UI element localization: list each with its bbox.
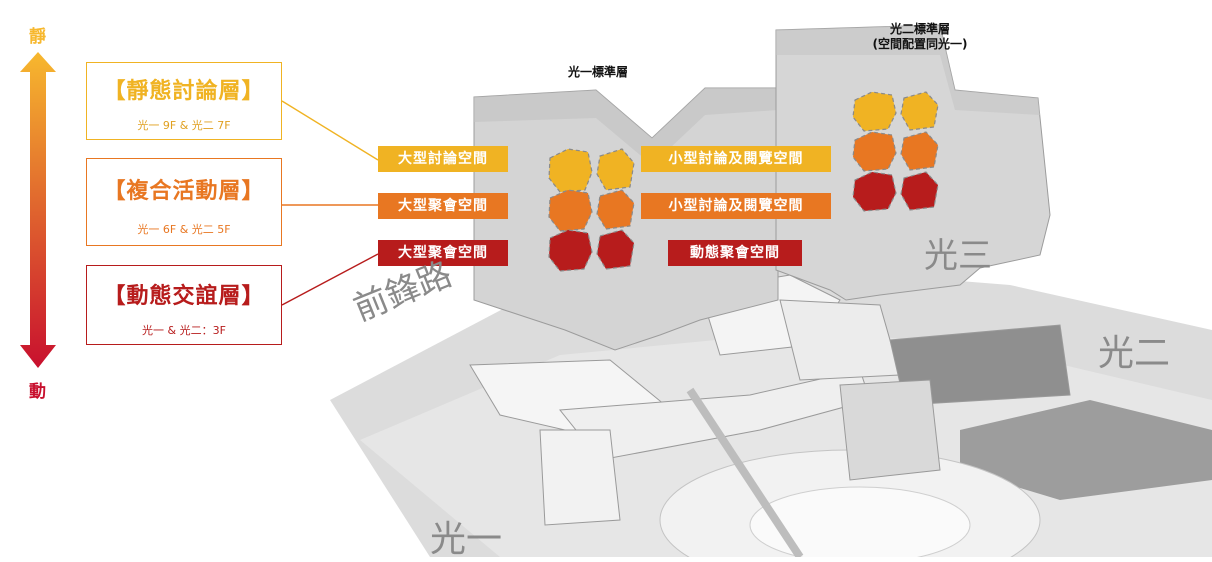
active-label: 動 (29, 382, 46, 402)
quiet-active-arrow (20, 52, 56, 368)
low-rise-wings (469, 274, 1071, 557)
legend-title: 【動態交誼層】 (103, 284, 265, 309)
building-label-guang2: 光二 (1098, 333, 1171, 374)
tag-large-gathering-active: 大型聚會空間 (378, 240, 508, 266)
tag-large-gathering: 大型聚會空間 (378, 193, 508, 219)
guang2-title-line1: 光二標準層 (889, 22, 950, 36)
legend-mixed-activity: 【複合活動層】 光一 6F & 光二 5F (86, 158, 282, 246)
legend-floors: 光一 & 光二：3F (142, 324, 226, 337)
guang2-title-line2: (空間配置同光一) (872, 37, 968, 51)
guang1-floor-title: 光一標準層 (567, 65, 628, 79)
space-blobs-guang1 (548, 148, 635, 272)
legend-floors: 光一 6F & 光二 5F (137, 223, 231, 236)
legend-title: 【複合活動層】 (103, 179, 265, 204)
building-label-guang1: 光一 (430, 519, 503, 560)
tag-large-discussion: 大型討論空間 (378, 146, 508, 172)
lawn-area (960, 400, 1212, 500)
legend-quiet-discussion: 【靜態討論層】 光一 9F & 光二 7F (86, 62, 282, 140)
quiet-label: 靜 (29, 27, 46, 47)
guang2-floor-title: 光二標準層 (空間配置同光一) (840, 22, 1000, 52)
legend-connectors (281, 100, 379, 306)
tag-small-discussion-reading: 小型討論及閱覽空間 (641, 146, 831, 172)
legend-active-social: 【動態交誼層】 光一 & 光二：3F (86, 265, 282, 345)
tag-small-discussion-reading-2: 小型討論及閱覽空間 (641, 193, 831, 219)
tag-active-gathering: 動態聚會空間 (668, 240, 802, 266)
legend-title: 【靜態討論層】 (103, 79, 265, 104)
space-blobs-guang2 (852, 91, 939, 212)
building-label-guang3: 光三 (924, 236, 992, 276)
legend-floors: 光一 9F & 光二 7F (137, 119, 231, 132)
plaza-inner (749, 486, 971, 557)
